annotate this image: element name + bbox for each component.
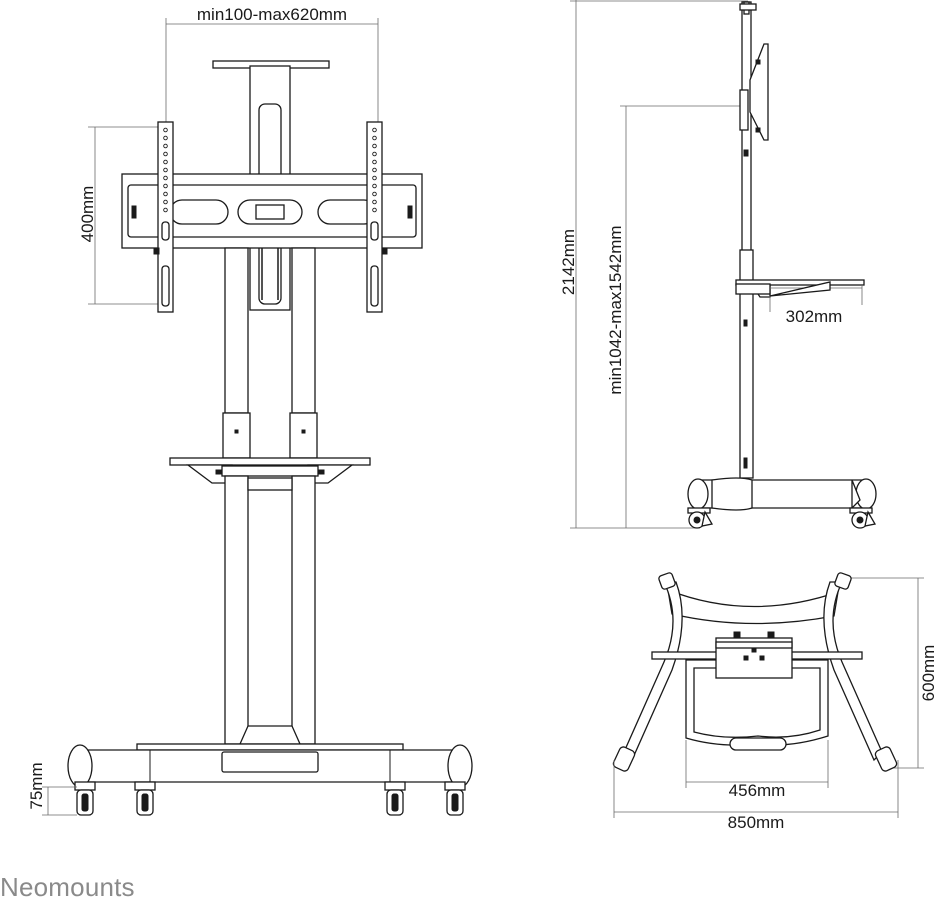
- brand-logo: Neomounts: [0, 872, 135, 902]
- shelf-depth-label: 302mm: [786, 307, 843, 326]
- width-range-label: min100-max620mm: [197, 5, 347, 24]
- base-depth-label: 600mm: [919, 645, 934, 702]
- inner-width-label: 456mm: [729, 781, 786, 800]
- caster-icon: [134, 781, 156, 816]
- screen-height-range-label: min1042-max1542mm: [606, 225, 625, 394]
- caster-icon: [687, 507, 714, 529]
- caster-height-label: 75mm: [27, 762, 46, 809]
- caster-icon: [444, 781, 466, 816]
- base-width-label: 850mm: [728, 813, 785, 832]
- caster-icon: [74, 781, 96, 816]
- caster-icon: [849, 507, 877, 529]
- side-view: 2142mm min1042-max1542mm 302mm: [559, 0, 877, 529]
- total-height-label: 2142mm: [559, 229, 578, 295]
- vesa-height-label: 400mm: [78, 186, 97, 243]
- caster-icon: [384, 781, 406, 816]
- top-view: 600mm 456mm 850mm: [612, 572, 934, 832]
- front-view: min100-max620mm 400mm: [27, 5, 473, 816]
